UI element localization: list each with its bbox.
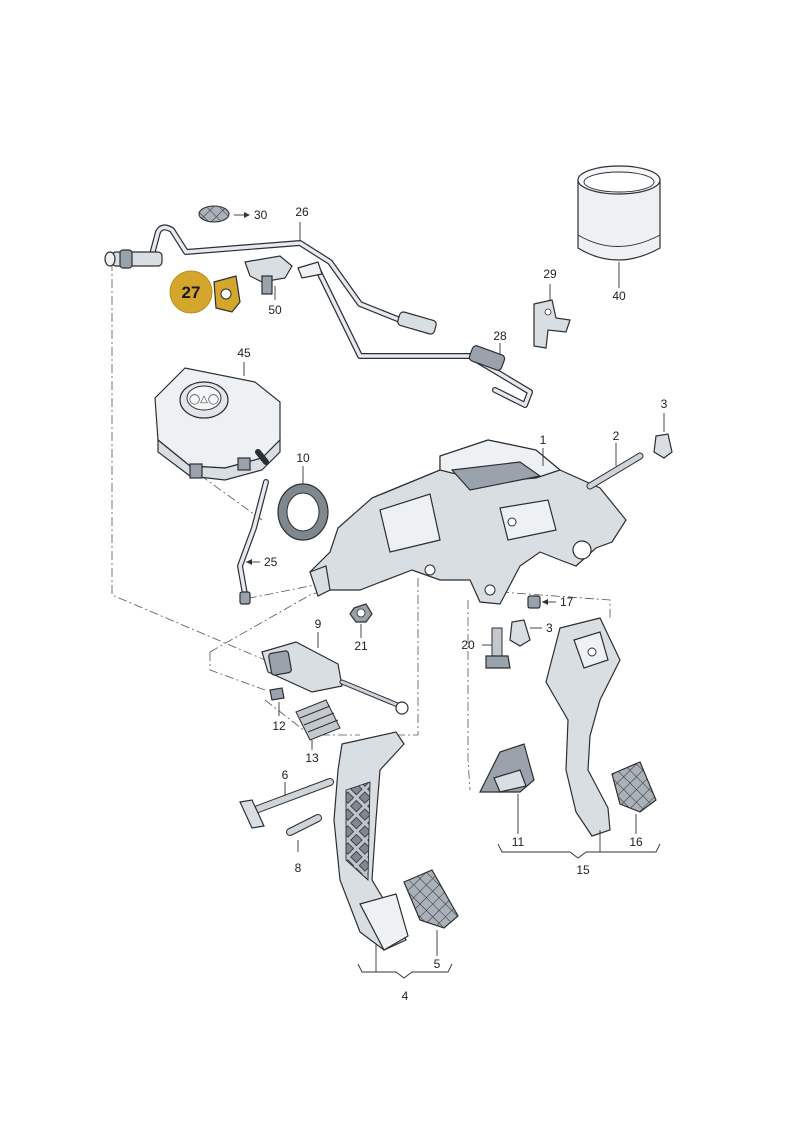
part-28-connector — [397, 311, 506, 371]
label-4: 4 — [402, 989, 409, 1003]
label-13: 13 — [305, 751, 319, 765]
label-5: 5 — [434, 957, 441, 971]
part-3-clip-top — [653, 413, 673, 459]
part-21-nut — [349, 603, 373, 638]
part-20-bolt — [482, 627, 511, 669]
part-master-cylinder-fitting — [104, 249, 163, 269]
label-12: 12 — [272, 719, 286, 733]
label-30: 30 — [254, 208, 268, 222]
part-12-screw — [269, 687, 285, 716]
part-6-pin — [239, 778, 334, 829]
part-2-pin — [586, 443, 644, 490]
part-labels: 30 26 29 40 50 28 45 3 2 1 10 25 17 9 3 … — [237, 205, 667, 1003]
label-1: 1 — [540, 433, 547, 447]
label-9: 9 — [315, 617, 322, 631]
part-8-pin — [286, 814, 322, 852]
part-45-reservoir: ◯△◯ — [154, 362, 281, 481]
part-4-pedal — [333, 731, 409, 951]
label-2: 2 — [613, 429, 620, 443]
part-15-pedal — [545, 617, 621, 837]
label-3-lower: 3 — [546, 621, 553, 635]
part-11-bracket — [479, 743, 535, 834]
label-11: 11 — [512, 835, 525, 849]
group-braces — [357, 830, 661, 979]
label-40: 40 — [612, 289, 626, 303]
label-10: 10 — [296, 451, 310, 465]
part-5-pad — [403, 869, 459, 956]
part-27-clip — [213, 275, 241, 313]
part-26-pipe — [147, 222, 533, 408]
part-3-clip-lower — [509, 619, 542, 647]
part-27-label: 27 — [182, 283, 201, 302]
label-21: 21 — [354, 639, 368, 653]
part-25-hose — [237, 479, 269, 605]
part-16-pad — [611, 761, 657, 834]
part-10-ring — [277, 466, 329, 541]
label-29: 29 — [543, 267, 557, 281]
label-50: 50 — [268, 303, 282, 317]
part-40-sleeve — [577, 165, 661, 288]
label-17: 17 — [560, 595, 574, 609]
part-27-badge[interactable]: 27 — [169, 270, 213, 314]
label-28: 28 — [493, 329, 507, 343]
part-17-bolt — [527, 595, 556, 609]
part-9-cylinder — [261, 632, 409, 715]
assembly-lines — [111, 262, 611, 791]
part-29-bracket — [533, 284, 571, 349]
part-30-cap — [198, 205, 250, 223]
label-45: 45 — [237, 346, 251, 360]
label-26: 26 — [295, 205, 309, 219]
label-6: 6 — [282, 768, 289, 782]
reservoir-cap-icon: ◯△◯ — [189, 394, 219, 405]
label-3-top: 3 — [661, 397, 668, 411]
label-8: 8 — [295, 861, 302, 875]
label-25: 25 — [264, 555, 278, 569]
label-15: 15 — [576, 863, 590, 877]
label-20: 20 — [461, 638, 475, 652]
part-1-bracket — [309, 439, 627, 605]
label-16: 16 — [629, 835, 643, 849]
part-13-spring — [295, 699, 341, 750]
part-50-sensor — [244, 255, 323, 300]
